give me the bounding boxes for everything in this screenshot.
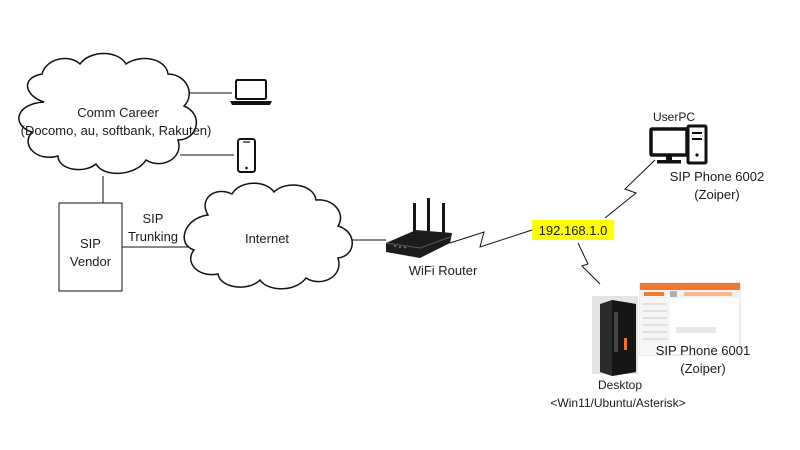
sip-phone-6002-label: SIP Phone 6002 — [670, 169, 764, 184]
wifi-router-label: WiFi Router — [409, 263, 478, 278]
desktop-computer-icon — [649, 124, 708, 165]
link-router-subnet — [449, 229, 533, 248]
comm-career-cloud-shape — [18, 52, 198, 175]
comm-career-cloud: Comm Career (Docomo, au, softbank, Rakut… — [18, 52, 212, 175]
comm-career-carriers-label: (Docomo, au, softbank, Rakuten) — [21, 123, 212, 138]
internet-label: Internet — [245, 231, 289, 246]
link-subnet-userpc — [604, 159, 656, 219]
userpc-label: UserPC — [653, 110, 695, 124]
internet-cloud-shape — [183, 182, 353, 290]
desktop-tower-icon — [592, 296, 638, 376]
desktop-label: Desktop — [598, 378, 642, 392]
sip-phone-6002-client-label: (Zoiper) — [694, 187, 740, 202]
desktop-os-label: <Win11/Ubuntu/Asterisk> — [550, 396, 685, 410]
sip-vendor-box: SIP Vendor — [58, 202, 123, 292]
zoiper-window-icon — [639, 282, 741, 356]
connection-lines — [102, 92, 656, 285]
internet-cloud: Internet — [183, 182, 353, 290]
sip-vendor-label-line1: SIP — [80, 236, 101, 251]
wifi-router-icon — [385, 198, 452, 258]
subnet-label-box: 192.168.1.0 — [532, 220, 614, 240]
subnet-label: 192.168.1.0 — [539, 223, 608, 238]
sip-phone-6001-label: SIP Phone 6001 — [656, 343, 750, 358]
link-subnet-desktop — [577, 242, 601, 285]
sip-vendor-label-line2: Vendor — [70, 254, 112, 269]
sip-phone-6001-client-label: (Zoiper) — [680, 361, 726, 376]
sip-trunking-label-line1: SIP — [143, 211, 164, 226]
laptop-icon — [230, 79, 272, 105]
sip-trunking-label-line2: Trunking — [128, 229, 178, 244]
comm-career-label: Comm Career — [77, 105, 159, 120]
smartphone-icon — [237, 138, 256, 173]
